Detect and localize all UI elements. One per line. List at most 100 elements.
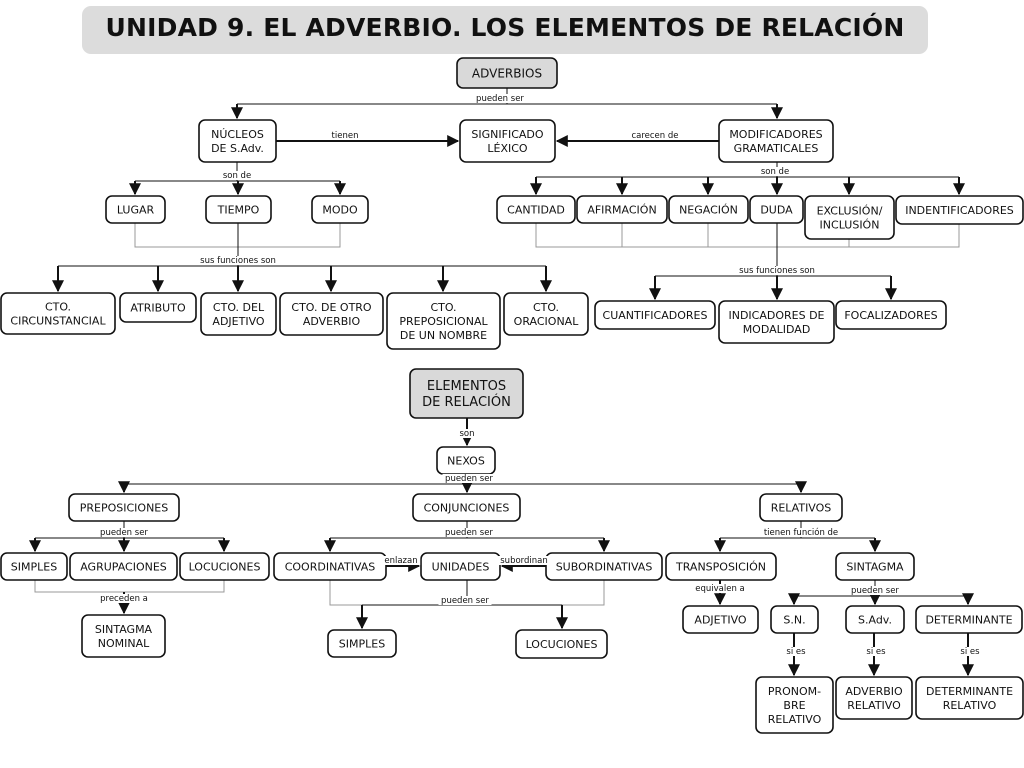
node-exclusion-label: EXCLUSIÓN/INCLUSIÓN — [817, 204, 883, 231]
node-transposicion-label: TRANSPOSICIÓN — [675, 560, 766, 573]
node-agrupaciones-label: AGRUPACIONES — [80, 560, 167, 573]
node-focalizadores-label: FOCALIZADORES — [844, 309, 937, 322]
node-conjunciones: CONJUNCIONES — [412, 493, 521, 522]
node-adjetivo-label: ADJETIVO — [694, 613, 746, 626]
node-afirmacion-label: AFIRMACIÓN — [587, 203, 656, 216]
link-pueden-ser-6: pueden ser — [851, 586, 899, 596]
node-adverbios: ADVERBIOS — [456, 57, 558, 89]
node-identificadores-label: INDENTIFICADORES — [905, 204, 1014, 217]
node-coordinativas-label: COORDINATIVAS — [285, 560, 376, 573]
node-preposiciones-label: PREPOSICIONES — [80, 501, 169, 514]
link-pueden-ser-2: pueden ser — [445, 474, 493, 484]
node-relativos-label: RELATIVOS — [771, 501, 832, 514]
node-cto-circ: CTO.CIRCUNSTANCIAL — [0, 292, 116, 335]
node-agrupaciones: AGRUPACIONES — [69, 552, 178, 581]
node-conjunciones-label: CONJUNCIONES — [424, 501, 510, 514]
node-sadv-label: S.Adv. — [858, 613, 892, 626]
node-locuciones2-label: LOCUCIONES — [526, 638, 598, 651]
node-sintagma: SINTAGMA — [835, 552, 915, 581]
node-modo-label: MODO — [322, 203, 358, 216]
link-son: son — [459, 429, 474, 439]
link-sus-funciones-1: sus funciones son — [200, 256, 276, 266]
node-subordinativas: SUBORDINATIVAS — [545, 552, 663, 581]
link-enlazan: enlazan — [384, 556, 417, 566]
node-lugar: LUGAR — [105, 195, 166, 224]
node-simples2: SIMPLES — [327, 629, 397, 658]
node-cto-circ-label: CTO.CIRCUNSTANCIAL — [10, 300, 106, 327]
node-identificadores: INDENTIFICADORES — [895, 195, 1024, 225]
node-simples2-label: SIMPLES — [339, 637, 385, 650]
node-tiempo-label: TIEMPO — [217, 203, 260, 216]
node-unidades: UNIDADES — [420, 552, 501, 581]
node-preposiciones: PREPOSICIONES — [68, 493, 180, 522]
node-simples1-label: SIMPLES — [11, 560, 57, 573]
node-locuciones2: LOCUCIONES — [515, 629, 608, 659]
link-pueden-ser-4: pueden ser — [445, 528, 493, 538]
node-adverbios-label: ADVERBIOS — [472, 66, 542, 80]
node-duda: DUDA — [749, 195, 804, 224]
link-si-es-2: si es — [866, 647, 886, 657]
link-equivalen-a: equivalen a — [695, 584, 745, 594]
link-pueden-ser-5: pueden ser — [441, 596, 489, 606]
node-negacion: NEGACIÓN — [668, 195, 749, 224]
node-tiempo: TIEMPO — [205, 195, 272, 224]
node-cuantificadores: CUANTIFICADORES — [594, 300, 716, 330]
node-negacion-label: NEGACIÓN — [679, 203, 738, 216]
node-cto-orac-label: CTO.ORACIONAL — [514, 301, 580, 328]
node-focalizadores: FOCALIZADORES — [835, 300, 947, 330]
node-relativos: RELATIVOS — [759, 493, 843, 522]
link-tienen-funcion-de: tienen función de — [764, 527, 838, 538]
node-atributo: ATRIBUTO — [119, 292, 197, 323]
link-subordinan: subordinan — [500, 556, 548, 566]
link-pueden-ser-1: pueden ser — [476, 94, 524, 104]
node-nexos-label: NEXOS — [447, 454, 485, 467]
node-duda-label: DUDA — [760, 203, 793, 216]
node-exclusion: EXCLUSIÓN/INCLUSIÓN — [804, 195, 895, 240]
node-sn-label: S.N. — [783, 613, 805, 626]
node-sadv: S.Adv. — [845, 605, 905, 634]
link-son-de-1: son de — [223, 171, 251, 181]
node-coordinativas: COORDINATIVAS — [273, 552, 387, 581]
link-carecen-de: carecen de — [631, 131, 678, 141]
node-determinante-label: DETERMINANTE — [925, 613, 1012, 626]
link-si-es-1: si es — [786, 647, 806, 657]
node-cantidad-label: CANTIDAD — [507, 203, 565, 216]
node-unidades-label: UNIDADES — [432, 560, 490, 573]
node-modo: MODO — [311, 195, 369, 224]
node-transposicion: TRANSPOSICIÓN — [665, 552, 777, 581]
node-atributo-label: ATRIBUTO — [130, 301, 186, 314]
node-locuciones1: LOCUCIONES — [179, 552, 270, 581]
node-lugar-label: LUGAR — [117, 203, 155, 216]
node-cto-orac: CTO.ORACIONAL — [503, 292, 589, 336]
link-tienen: tienen — [332, 131, 359, 141]
node-sintagma-label: SINTAGMA — [846, 560, 904, 573]
node-afirmacion: AFIRMACIÓN — [576, 195, 668, 224]
node-subordinativas-label: SUBORDINATIVAS — [556, 560, 653, 573]
link-pueden-ser-3: pueden ser — [100, 528, 148, 538]
node-cuantificadores-label: CUANTIFICADORES — [603, 309, 708, 322]
node-nexos: NEXOS — [436, 446, 496, 475]
link-si-es-3: si es — [960, 647, 980, 657]
node-cantidad: CANTIDAD — [496, 195, 576, 224]
